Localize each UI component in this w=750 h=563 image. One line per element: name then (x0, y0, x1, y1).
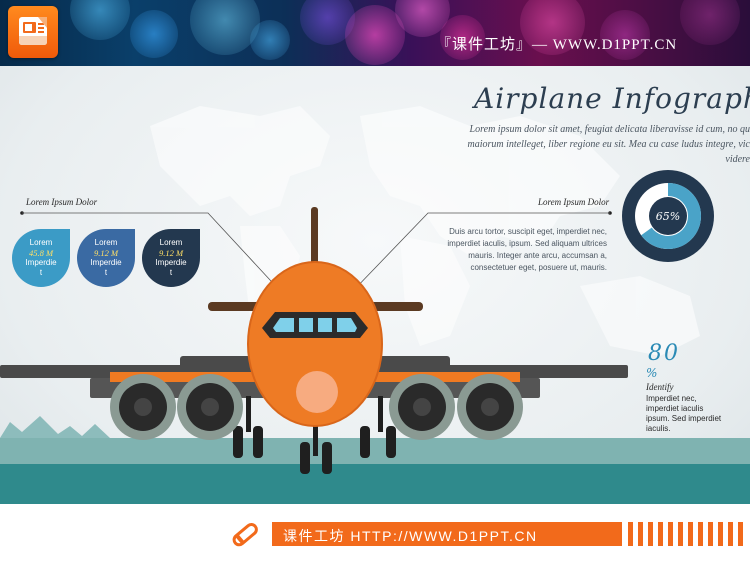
desc-line: consectetuer eget, posuere ut, mauris. (470, 263, 607, 272)
page-title: Airplane Infographic (474, 82, 750, 115)
fuselage (248, 262, 382, 426)
stat-drop-sub: t (104, 268, 108, 277)
presentation-logo[interactable] (8, 6, 58, 58)
footer-stripe (698, 522, 703, 546)
bokeh-light (70, 0, 130, 40)
footer-stripe (668, 522, 673, 546)
desc-line: imperdiet iaculis, ipsum. Sed aliquam ul… (447, 239, 607, 248)
stat-drop-label: Lorem (94, 238, 118, 247)
stat-drop-label: Lorem (29, 238, 53, 247)
bokeh-light (190, 0, 260, 55)
stat-description: Imperdiet nec, imperdiet iaculis ipsum. … (646, 394, 746, 434)
intro-text: Lorem ipsum dolor sit amet, feugiat deli… (450, 122, 750, 167)
presentation-icon (19, 17, 47, 45)
stat-drop-sub: Imperdie (25, 258, 57, 267)
footer-link[interactable]: 课件工坊 HTTP://WWW.D1PPT.CN (283, 528, 538, 544)
bokeh-light (250, 20, 290, 60)
engines (110, 374, 523, 440)
stat-drop-value: 9.12 M (93, 248, 119, 258)
desc-line: mauris. Integer ante arcu, accumsan a, (468, 251, 607, 260)
bokeh-light (520, 0, 585, 55)
footer-stripe (628, 522, 633, 546)
footer-stripe (658, 522, 663, 546)
footer-stripe (738, 522, 743, 546)
ground-band (0, 464, 750, 504)
left-callout-title: Lorem Ipsum Dolor (26, 197, 98, 207)
stat-drop: Lorem 45.8 M Imperdie t (12, 229, 70, 287)
right-callout-title: Lorem Ipsum Dolor (538, 197, 610, 207)
stat-desc-line: iaculis. (646, 424, 671, 433)
stat-desc-line: ipsum. Sed imperdiet (646, 414, 722, 423)
intro-line: Lorem ipsum dolor sit amet, feugiat deli… (469, 124, 750, 135)
stat-drop-sub: Imperdie (155, 258, 187, 267)
footer-stripe (728, 522, 733, 546)
top-banner: 『课件工坊』— WWW.D1PPT.CN (0, 0, 750, 66)
footer-stripe (688, 522, 693, 546)
footer-stripe (638, 522, 643, 546)
mountain-range (0, 416, 130, 442)
bokeh-light (680, 0, 740, 45)
stat-desc-line: imperdiet iaculis (646, 404, 704, 413)
footer-stripe (718, 522, 723, 546)
callout-lines (20, 211, 612, 295)
footer: 课件工坊 HTTP://WWW.D1PPT.CN (0, 504, 750, 563)
footer-stripe (648, 522, 653, 546)
stat-drop-sub: t (39, 268, 43, 277)
footer-bar (272, 522, 622, 546)
stat-drop-value: 9.12 M (158, 248, 184, 258)
stat-label: Identify (646, 382, 674, 392)
airplane-illustration (0, 207, 750, 504)
stat-drop-sub: t (169, 268, 173, 277)
intro-line: maiorum intelleget, liber regione eu sit… (467, 139, 750, 150)
stat-unit: % (646, 366, 658, 380)
stat-drop-value: 45.8 M (28, 248, 54, 258)
bokeh-light (440, 15, 485, 60)
stat-number: 80 (648, 341, 680, 366)
footer-stripe (708, 522, 713, 546)
stat-drop-label: Lorem (159, 238, 183, 247)
stat-desc-line: Imperdiet nec, (646, 394, 697, 403)
ground-band-light (0, 438, 750, 464)
infographic-canvas: Airplane Infographic Lorem ipsum dolor s… (0, 66, 750, 504)
stat-drop-sub: Imperdie (90, 258, 122, 267)
donut-label: 65% (656, 210, 680, 223)
landing-gear (233, 396, 396, 474)
donut-center (649, 197, 687, 235)
progress-donut: 65% (622, 170, 714, 262)
intro-line: videre (725, 154, 750, 165)
bokeh-light (130, 10, 178, 58)
donut-arc (635, 183, 701, 249)
footer-stripe (678, 522, 683, 546)
stat-drop: Lorem 9.12 M Imperdie t (142, 229, 200, 287)
bokeh-light (600, 10, 650, 60)
right-callout-description: Duis arcu tortor, suscipit eget, imperdi… (430, 226, 607, 274)
stat-drop: Lorem 9.12 M Imperdie t (77, 229, 135, 287)
nose-cone (296, 371, 338, 413)
pencil-icon (232, 523, 258, 547)
desc-line: Duis arcu tortor, suscipit eget, imperdi… (449, 227, 607, 236)
site-title: 『课件工坊』— WWW.D1PPT.CN (436, 37, 678, 53)
